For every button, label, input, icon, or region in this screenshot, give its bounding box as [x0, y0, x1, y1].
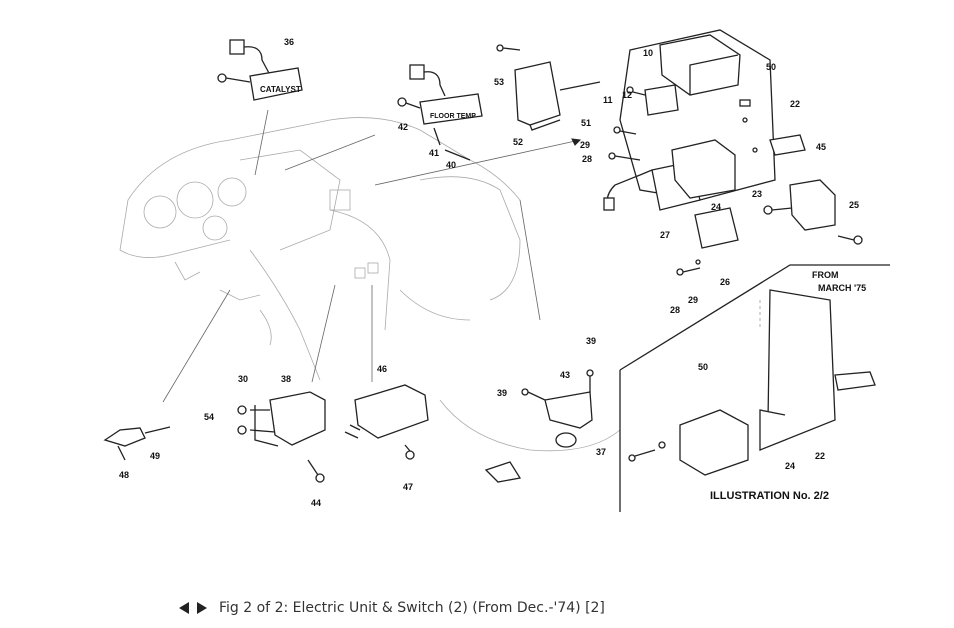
relay-24	[694, 207, 739, 249]
relay-50	[659, 34, 741, 96]
callout-12: 12	[622, 90, 632, 100]
callout-27: 27	[660, 230, 670, 240]
catalyst-relay: CATALYST	[217, 39, 303, 101]
callout-42: 42	[398, 122, 408, 132]
callout-22b: 22	[815, 451, 825, 461]
callout-44: 44	[311, 498, 321, 508]
callout-28a: 28	[582, 154, 592, 164]
callout-41: 41	[429, 148, 439, 158]
callout-22a: 22	[790, 99, 800, 109]
callout-43: 43	[560, 370, 570, 380]
figure-caption-bar: Fig 2 of 2: Electric Unit & Switch (2) (…	[175, 597, 605, 619]
callout-30: 30	[238, 374, 248, 384]
parts-diagram: CATALYST FLOOR TEMP	[103, 29, 890, 512]
floor-temp-relay: FLOOR TEMP	[397, 64, 483, 161]
relay-46	[344, 384, 429, 460]
next-figure-button[interactable]	[193, 599, 211, 617]
inset-illustration	[619, 264, 890, 512]
callout-39a: 39	[586, 336, 596, 346]
callout-50b: 50	[698, 362, 708, 372]
callout-47: 47	[403, 482, 413, 492]
callout-23: 23	[752, 189, 762, 199]
callout-25: 25	[849, 200, 859, 210]
callout-40: 40	[446, 160, 456, 170]
triangle-right-icon	[197, 602, 207, 614]
callout-11: 11	[603, 95, 613, 105]
callout-54: 54	[204, 412, 214, 422]
callout-46: 46	[377, 364, 387, 374]
callout-29a: 29	[580, 140, 590, 150]
callout-50a: 50	[766, 62, 776, 72]
callout-38: 38	[281, 374, 291, 384]
callout-39b: 39	[497, 388, 507, 398]
relay-38	[237, 391, 326, 483]
unit-45	[763, 179, 863, 245]
callout-24a: 24	[711, 202, 721, 212]
callout-52: 52	[513, 137, 523, 147]
bolt-11	[613, 126, 637, 135]
callout-48: 48	[119, 470, 129, 480]
illustration-label: ILLUSTRATION No. 2/2	[710, 490, 829, 502]
screws-28-29	[608, 152, 701, 276]
bracket-52	[496, 44, 601, 131]
callout-37: 37	[596, 447, 606, 457]
leader-lines	[162, 109, 761, 403]
relay-12	[626, 84, 679, 116]
callout-labels: 36 10 50 53 11 12 22 42 51 52 29 45 41 2…	[119, 37, 859, 508]
triangle-left-icon	[179, 602, 189, 614]
inset-from-label: FROM	[812, 270, 839, 280]
callout-36: 36	[284, 37, 294, 47]
relay-27	[603, 139, 736, 211]
floor-temp-box-label: FLOOR TEMP	[430, 113, 476, 120]
inset-date-label: MARCH '75	[818, 283, 866, 293]
previous-figure-button[interactable]	[175, 599, 193, 617]
sensor-48	[103, 426, 171, 461]
callout-49: 49	[150, 451, 160, 461]
catalyst-box-label: CATALYST	[260, 85, 301, 94]
bracket-43	[484, 369, 594, 483]
dashboard-outline	[119, 117, 621, 452]
figure-caption: Fig 2 of 2: Electric Unit & Switch (2) (…	[219, 600, 605, 616]
callout-26: 26	[720, 277, 730, 287]
callout-53: 53	[494, 77, 504, 87]
callout-51: 51	[581, 118, 591, 128]
callout-45: 45	[816, 142, 826, 152]
callout-28b: 28	[670, 305, 680, 315]
callout-10: 10	[643, 48, 653, 58]
callout-24b: 24	[785, 461, 795, 471]
callout-29b: 29	[688, 295, 698, 305]
